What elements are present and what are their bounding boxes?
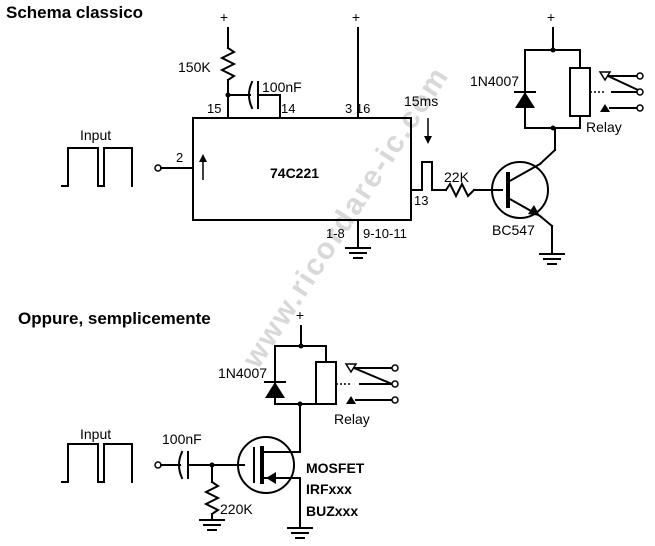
gate-ground-icon [199, 519, 225, 531]
pin-15-label: 15 [207, 101, 221, 116]
pin-14-label: 14 [281, 101, 295, 116]
output-pulse-icon [410, 161, 433, 191]
bottom-relay-label: Relay [334, 411, 370, 427]
bottom-diode-1n4007-icon [264, 381, 286, 398]
bottom-input-label: Input [80, 426, 111, 442]
bottom-capacitor-label: 100nF [162, 431, 202, 447]
transistor-collector [506, 162, 542, 184]
resistor-150k [219, 46, 237, 82]
ic-ground-icon [345, 247, 371, 259]
top-relay-label: Relay [586, 119, 622, 135]
top-plus-2: + [352, 9, 360, 25]
pin14-wire [257, 94, 281, 119]
mosfet-label-line2: IRFxxx [306, 481, 352, 497]
resistor-150k-label: 150K [178, 59, 211, 75]
pin-9-10-11-label: 9-10-11 [363, 226, 407, 241]
bottom-relay-coil [315, 361, 337, 405]
bottom-title: Oppure, semplicemente [18, 309, 211, 328]
mosfet-body [237, 436, 295, 494]
collector-lead [538, 148, 557, 166]
pin-2-label: 2 [176, 150, 183, 165]
resistor-220k-label: 220K [220, 501, 253, 517]
resistor-22k [444, 181, 476, 199]
mosfet-ground-icon [287, 527, 313, 539]
top-plus-1: + [220, 9, 228, 25]
ic-74c221-box [192, 117, 412, 221]
capacitor-100nf-label: 100nF [262, 79, 302, 95]
relay-bottom-junction [550, 125, 556, 131]
relay-contacts-bottom [336, 363, 399, 404]
bottom-diode-label: 1N4007 [218, 365, 267, 381]
pulse-width-label: 15ms [404, 93, 438, 109]
mosfet-label-line1: MOSFET [306, 460, 365, 476]
pin-13-label: 13 [414, 193, 428, 208]
emitter-lead [538, 214, 554, 228]
top-diode-label: 1N4007 [470, 73, 519, 89]
relay-coil [569, 67, 591, 117]
ic-label: 74C221 [270, 165, 319, 181]
capacitor-coupling-curved-plate [178, 450, 184, 480]
transistor-bc547 [491, 161, 549, 219]
top-input-waveform [61, 147, 133, 187]
pin-1-8-label: 1-8 [326, 226, 345, 241]
mosfet-label-line3: BUZxxx [306, 503, 358, 519]
bottom-relay-bottom-junction [297, 401, 303, 407]
top-title: Schema classico [6, 3, 143, 22]
top-input-label: Input [80, 127, 111, 143]
transistor-label: BC547 [492, 222, 535, 238]
mosfet-arrow-icon [266, 472, 276, 484]
capacitor-100nf-curved-plate [248, 80, 254, 110]
top-plus-3: + [547, 9, 555, 25]
transistor-ground-icon [539, 253, 565, 265]
relay-contacts-top [590, 71, 644, 112]
pulse-arrow-icon [424, 118, 432, 144]
resistor-220k [203, 480, 221, 516]
diode-1n4007-icon [514, 91, 536, 108]
trigger-arrow-icon [199, 154, 207, 180]
bottom-input-waveform [61, 443, 133, 483]
resistor-22k-label: 22K [444, 169, 470, 185]
bottom-plus: + [296, 307, 304, 323]
emitter-arrow-icon [528, 205, 540, 216]
